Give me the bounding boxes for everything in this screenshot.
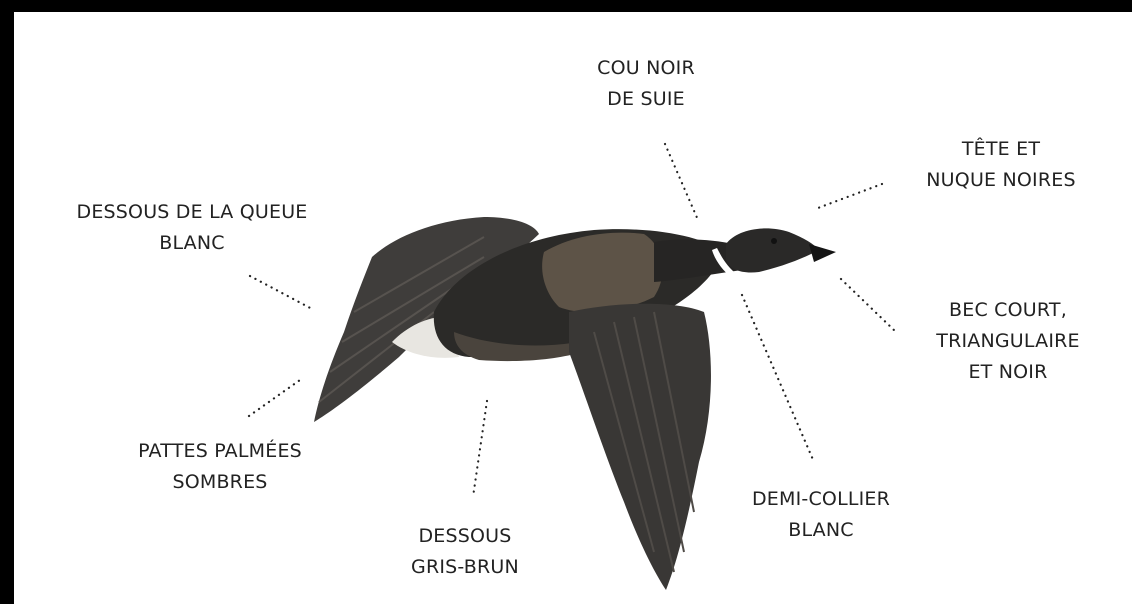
label-collar-line-2: BLANC [752,515,890,546]
bill [809,244,836,262]
eye [771,238,777,244]
label-undertail-line-1: DESSOUS DE LA QUEUE [76,197,307,228]
label-head-line-1: TÊTE ET [926,134,1075,165]
label-neck: COU NOIR DE SUIE [597,53,695,115]
label-neck-line-1: COU NOIR [597,53,695,84]
diagram-canvas: COU NOIR DE SUIE TÊTE ET NUQUE NOIRES DE… [14,12,1132,604]
brown-flank [542,233,663,313]
label-feet-line-2: SOMBRES [138,467,302,498]
label-undertail-line-2: BLANC [76,228,307,259]
label-head: TÊTE ET NUQUE NOIRES [926,134,1075,196]
label-bill-line-2: TRIANGULAIRE [936,326,1079,357]
label-bill-line-1: BEC COURT, [936,295,1079,326]
label-bill-line-3: ET NOIR [936,357,1079,388]
label-feet: PATTES PALMÉES SOMBRES [138,436,302,498]
label-head-line-2: NUQUE NOIRES [926,165,1075,196]
head [726,228,819,272]
label-undertail: DESSOUS DE LA QUEUE BLANC [76,197,307,259]
label-neck-line-2: DE SUIE [597,84,695,115]
label-bill: BEC COURT, TRIANGULAIRE ET NOIR [936,295,1079,388]
label-belly: DESSOUS GRIS-BRUN [411,521,519,583]
label-collar-line-1: DEMI-COLLIER [752,484,890,515]
label-feet-line-1: PATTES PALMÉES [138,436,302,467]
label-belly-line-1: DESSOUS [411,521,519,552]
label-collar: DEMI-COLLIER BLANC [752,484,890,546]
label-belly-line-2: GRIS-BRUN [411,552,519,583]
